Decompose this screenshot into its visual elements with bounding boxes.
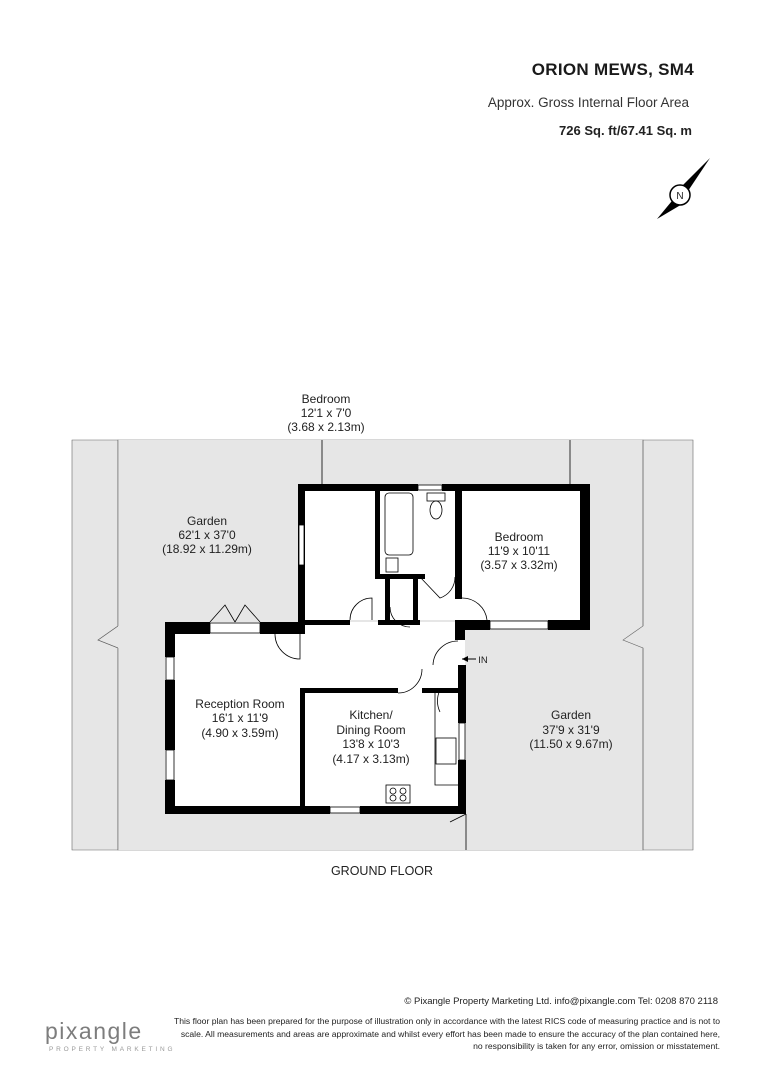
svg-text:Reception Room: Reception Room (195, 697, 284, 711)
svg-text:Kitchen/: Kitchen/ (349, 708, 393, 722)
svg-text:Bedroom: Bedroom (302, 392, 351, 406)
compass-icon: N (657, 158, 710, 219)
svg-text:(18.92 x 11.29m): (18.92 x 11.29m) (162, 542, 252, 556)
svg-text:(11.50 x 9.67m): (11.50 x 9.67m) (529, 737, 612, 751)
brand-logo: pixangle (45, 1018, 143, 1044)
room-reception: Reception Room 16'1 x 11'9 (4.90 x 3.59m… (195, 697, 284, 740)
interior (165, 490, 590, 808)
compass-letter: N (676, 191, 683, 202)
brand-tagline: PROPERTY MARKETING (49, 1046, 176, 1053)
disclaimer-text: This floor plan has been prepared for th… (173, 1016, 720, 1051)
floor-area: 726 Sq. ft/67.41 Sq. m (559, 123, 692, 138)
svg-text:Garden: Garden (187, 514, 227, 528)
room-garden-left: Garden 62'1 x 37'0 (18.92 x 11.29m) (162, 514, 252, 556)
room-bedroom-top: Bedroom 12'1 x 7'0 (3.68 x 2.13m) (287, 392, 364, 434)
svg-text:(4.17 x 3.13m): (4.17 x 3.13m) (332, 752, 409, 766)
svg-text:16'1 x 11'9: 16'1 x 11'9 (212, 711, 269, 725)
entrance-label: IN (478, 655, 488, 666)
room-garden-right: Garden 37'9 x 31'9 (11.50 x 9.67m) (529, 708, 612, 751)
svg-text:(4.90 x 3.59m): (4.90 x 3.59m) (201, 726, 278, 740)
contact-line: © Pixangle Property Marketing Ltd. info@… (404, 996, 718, 1007)
svg-text:12'1 x 7'0: 12'1 x 7'0 (301, 406, 352, 420)
room-bedroom-right: Bedroom 11'9 x 10'11 (3.57 x 3.32m) (480, 530, 557, 572)
svg-text:62'1 x 37'0: 62'1 x 37'0 (178, 528, 236, 542)
svg-text:Dining Room: Dining Room (336, 723, 405, 737)
svg-text:Bedroom: Bedroom (495, 530, 544, 544)
svg-text:11'9 x 10'11: 11'9 x 10'11 (488, 544, 551, 558)
fixtures (209, 440, 571, 850)
walls (165, 484, 590, 814)
windows (165, 484, 549, 814)
svg-text:13'8 x 10'3: 13'8 x 10'3 (342, 737, 400, 751)
room-kitchen: Kitchen/ Dining Room 13'8 x 10'3 (4.17 x… (332, 708, 409, 766)
area-caption: Approx. Gross Internal Floor Area (487, 95, 689, 110)
svg-text:(3.68 x 2.13m): (3.68 x 2.13m) (287, 420, 364, 434)
floor-label: GROUND FLOOR (330, 864, 434, 878)
svg-text:Garden: Garden (551, 708, 591, 722)
svg-text:(3.57 x 3.32m): (3.57 x 3.32m) (480, 558, 557, 572)
svg-text:37'9 x 31'9: 37'9 x 31'9 (542, 723, 600, 737)
property-title: ORION MEWS, SM4 (531, 60, 694, 79)
